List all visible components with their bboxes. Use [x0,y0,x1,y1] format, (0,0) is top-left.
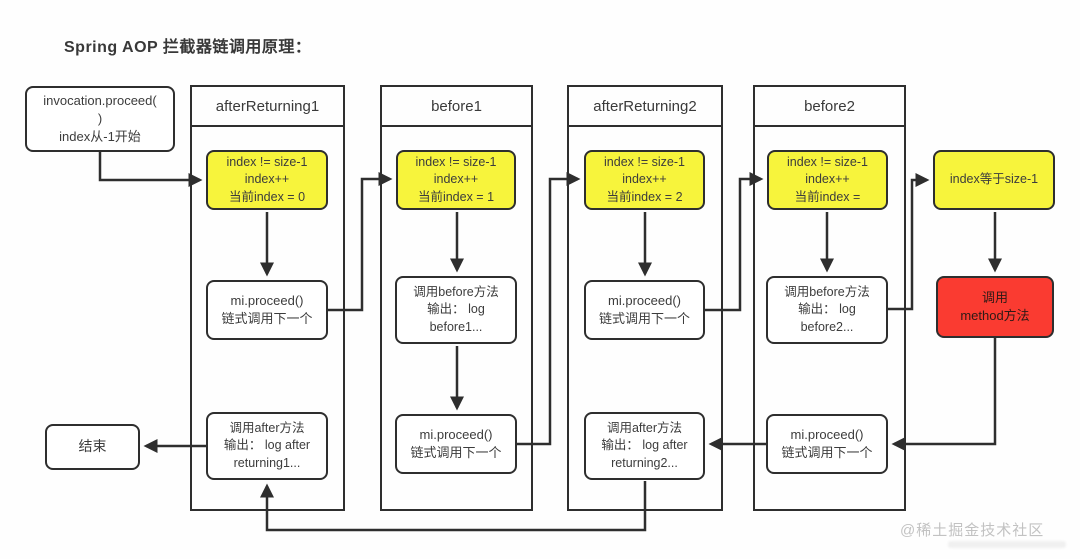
condition-node-col1: index != size-1 index++ 当前index = 0 [206,150,328,210]
node-line: mi.proceed() [419,427,493,443]
illegible-watermark [948,541,1066,548]
node-line: before2... [800,319,854,334]
proceed-node-col4: mi.proceed() 链式调用下一个 [766,414,888,474]
node-line: 输出： log after [601,438,688,453]
column-header: before2 [755,87,904,127]
condition-line: 当前index = 2 [606,189,683,204]
node-line: 输出： log [798,302,856,317]
node-line: 链式调用下一个 [221,311,313,326]
column-header: afterReturning1 [192,87,343,127]
condition-line: 当前index = [794,189,861,204]
condition-node-col2: index != size-1 index++ 当前index = 1 [396,150,516,210]
start-node-line: ) [97,111,103,127]
condition-line: index != size-1 [226,155,308,170]
before-node-col2: 调用before方法 输出： log before1... [395,276,517,344]
condition-node-col4: index != size-1 index++ 当前index = [767,150,888,210]
node-line: before1... [429,319,483,334]
arrow-start-to-col1-condition [98,152,203,188]
start-node-line: index从-1开始 [59,128,141,144]
node-line: returning1... [233,455,301,470]
column-header: afterReturning2 [569,87,721,127]
node-line: 输出： log after [223,438,311,453]
node-line: mi.proceed() [608,293,681,309]
condition-line: index++ [244,172,290,187]
node-line: 调用after方法 [229,421,305,436]
after-node-col3: 调用after方法 输出： log after returning2... [584,412,705,480]
column-header: before1 [382,87,531,127]
proceed-node-col3: mi.proceed() 链式调用下一个 [584,280,705,340]
watermark-text: @稀土掘金技术社区 [900,522,1045,539]
start-node-invocation-proceed: invocation.proceed( ) index从-1开始 [25,86,175,152]
node-line: 输出： log [427,302,485,317]
invoke-method-node: 调用 method方法 [936,276,1054,338]
node-line: 结束 [78,438,107,455]
node-line: mi.proceed() [790,427,864,443]
node-line: 调用before方法 [784,285,870,300]
after-node-col1: 调用after方法 输出： log after returning1... [206,412,328,480]
condition-line: index++ [805,172,850,187]
proceed-node-col2: mi.proceed() 链式调用下一个 [395,414,517,474]
start-node-line: invocation.proceed( [43,93,157,109]
end-node: 结束 [45,424,140,470]
node-line: returning2... [611,455,678,470]
before-node-col4: 调用before方法 输出： log before2... [766,276,888,344]
condition-line: 当前index = 0 [228,189,306,204]
node-line: 调用after方法 [606,421,682,436]
proceed-node-col1: mi.proceed() 链式调用下一个 [206,280,328,340]
node-line: mi.proceed() [230,293,304,309]
diagram-title: Spring AOP 拦截器链调用原理： [64,39,312,56]
node-line: 链式调用下一个 [598,311,690,326]
condition-line: index++ [622,172,667,187]
node-line: 链式调用下一个 [781,445,873,460]
node-line: 调用 [981,290,1008,306]
condition-line: index++ [433,172,479,187]
node-line: 链式调用下一个 [410,445,502,460]
node-line: 调用before方法 [413,285,499,300]
condition-line: 当前index = 1 [417,189,495,204]
condition-node-col3: index != size-1 index++ 当前index = 2 [584,150,705,210]
final-condition-node: index等于size-1 [933,150,1055,210]
node-line: method方法 [960,308,1030,323]
condition-line: index != size-1 [604,155,685,170]
condition-line: index等于size-1 [949,172,1039,187]
condition-line: index != size-1 [415,155,497,170]
arrow-method-to-col4-proceed [891,338,997,451]
condition-line: index != size-1 [787,155,868,170]
